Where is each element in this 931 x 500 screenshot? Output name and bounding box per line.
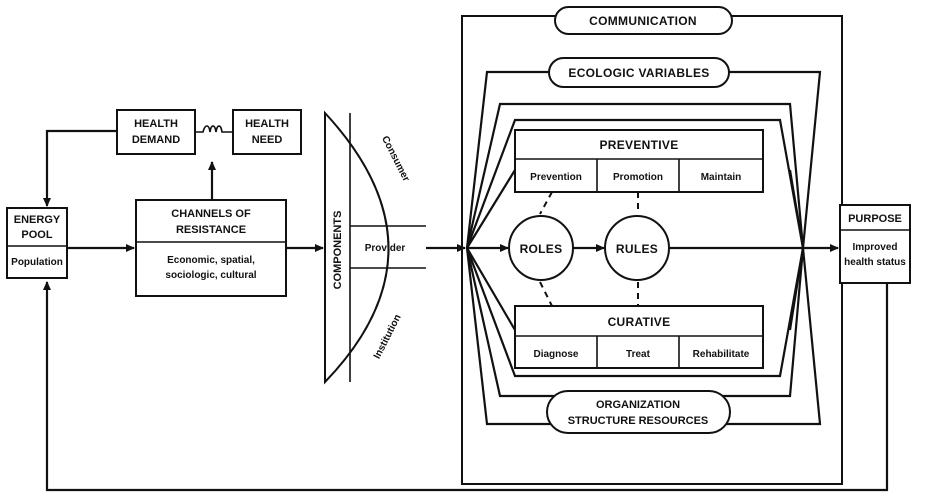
- dashed-links: [539, 191, 639, 307]
- diagnose-cell: Diagnose: [533, 349, 578, 360]
- organization-label-2: STRUCTURE RESOURCES: [568, 415, 709, 427]
- ecologic-variables-label: ECOLOGIC VARIABLES: [568, 66, 709, 80]
- channels-of-resistance-box: CHANNELS OF RESISTANCE Economic, spatial…: [135, 199, 287, 297]
- preventive-title: PREVENTIVE: [599, 138, 678, 152]
- system-loops: [465, 70, 822, 426]
- health-demand-title-1: HEALTH: [134, 118, 178, 130]
- health-need-title-1: HEALTH: [245, 118, 289, 130]
- provider-label: Provider: [365, 243, 406, 254]
- organization-pill: ORGANIZATION STRUCTURE RESOURCES: [546, 390, 731, 434]
- roles-circle: ROLES: [508, 215, 574, 281]
- health-demand-box: HEALTH DEMAND: [116, 109, 196, 155]
- channels-desc-1: Economic, spatial,: [167, 255, 255, 266]
- energy-pool-title-2: POOL: [21, 229, 52, 241]
- rules-label: RULES: [616, 242, 658, 256]
- components-label: COMPONENTS: [332, 211, 344, 290]
- channels-title-1: CHANNELS OF: [171, 208, 251, 220]
- health-need-box: HEALTH NEED: [232, 109, 302, 155]
- roles-label: ROLES: [520, 242, 563, 256]
- communication-pill: COMMUNICATION: [554, 6, 733, 35]
- demand-to-pool-line: [43, 129, 117, 207]
- rehabilitate-cell: Rehabilitate: [693, 349, 750, 360]
- ecologic-variables-pill: ECOLOGIC VARIABLES: [548, 57, 730, 88]
- institution-label: Institution: [372, 313, 404, 361]
- purpose-box: PURPOSE Improved health status: [839, 204, 911, 284]
- energy-pool-title-1: ENERGY: [14, 214, 61, 226]
- health-demand-title-2: DEMAND: [132, 134, 180, 146]
- health-need-title-2: NEED: [252, 134, 283, 146]
- purpose-sub-1: Improved: [852, 242, 897, 253]
- consumer-label: Consumer: [379, 134, 411, 183]
- curative-title: CURATIVE: [608, 315, 671, 329]
- purpose-sub-2: health status: [844, 257, 906, 268]
- curative-table: CURATIVE Diagnose Treat Rehabilitate: [514, 305, 764, 369]
- prevention-cell: Prevention: [530, 172, 582, 183]
- components-shape: COMPONENTS Consumer Provider Institution: [324, 110, 426, 385]
- communication-label: COMMUNICATION: [589, 14, 697, 28]
- preventive-table: PREVENTIVE Prevention Promotion Maintain: [514, 129, 764, 193]
- coil-connector: [195, 125, 233, 133]
- channels-desc-2: sociologic, cultural: [165, 270, 256, 281]
- promotion-cell: Promotion: [613, 172, 663, 183]
- rules-circle: RULES: [604, 215, 670, 281]
- organization-label-1: ORGANIZATION: [596, 399, 680, 411]
- channels-title-2: RESISTANCE: [176, 224, 246, 236]
- maintain-cell: Maintain: [701, 172, 742, 183]
- treat-cell: Treat: [626, 349, 651, 360]
- purpose-title: PURPOSE: [848, 213, 902, 225]
- feedback-loop-line: [43, 281, 889, 492]
- energy-pool-sub: Population: [11, 257, 63, 268]
- energy-pool-box: ENERGY POOL Population: [6, 207, 68, 279]
